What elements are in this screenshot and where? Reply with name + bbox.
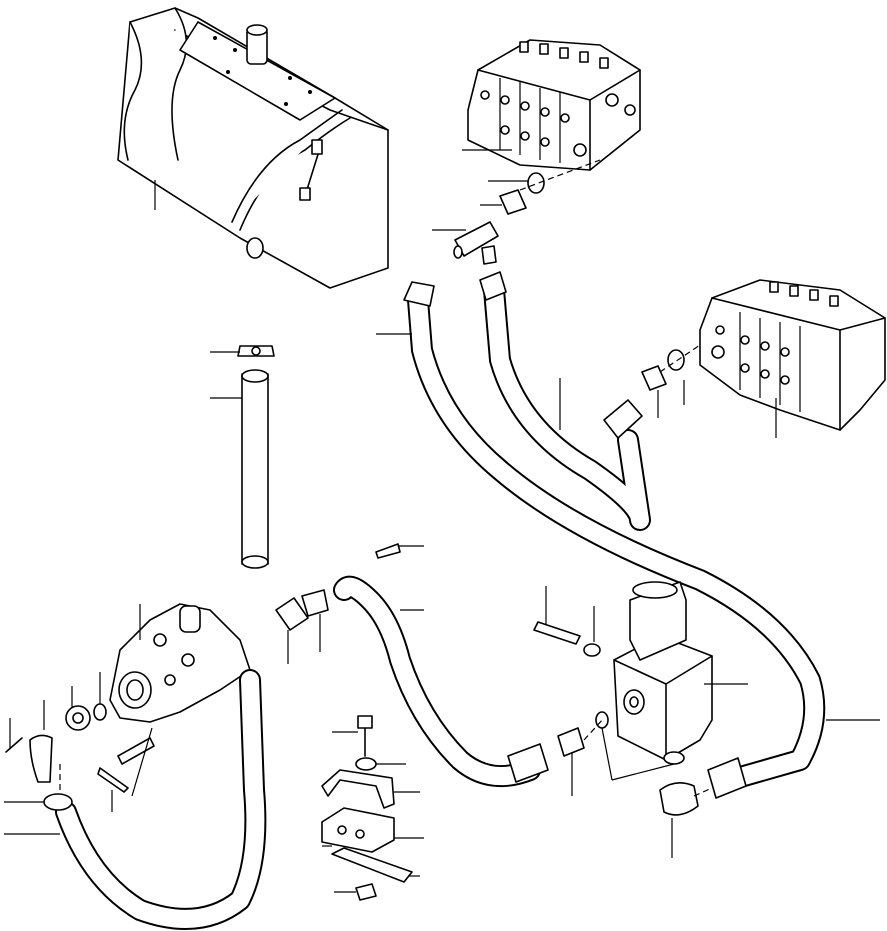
clamp-plate[interactable] bbox=[322, 845, 420, 883]
fitting-right-adapter[interactable] bbox=[641, 365, 667, 418]
pump-elbow[interactable] bbox=[29, 700, 53, 783]
bracket-nut[interactable] bbox=[334, 883, 377, 901]
hose-mid-flange[interactable] bbox=[275, 589, 329, 664]
valve-bolt[interactable] bbox=[533, 586, 581, 645]
bracket-washer[interactable] bbox=[355, 757, 406, 771]
valve-fitting-oring[interactable] bbox=[595, 711, 613, 781]
hose-bracket[interactable] bbox=[321, 769, 420, 809]
valve-washer[interactable] bbox=[583, 606, 601, 657]
control-valve-right[interactable] bbox=[699, 279, 886, 438]
connection-lines bbox=[59, 159, 713, 797]
pump-flange[interactable] bbox=[65, 686, 91, 731]
elbow-fitting[interactable] bbox=[611, 751, 699, 858]
bracket-bolt[interactable] bbox=[332, 715, 373, 757]
pressure-hose-long[interactable] bbox=[376, 281, 880, 799]
fitting-upper-tee[interactable] bbox=[432, 221, 499, 265]
fitting-right-oring[interactable] bbox=[667, 349, 685, 405]
hydraulic-tank[interactable] bbox=[117, 7, 389, 289]
return-hose[interactable] bbox=[479, 271, 651, 531]
fitting-upper-oring[interactable] bbox=[488, 172, 545, 194]
pump-fitting[interactable] bbox=[117, 727, 155, 797]
fitting-upper-adapter[interactable] bbox=[480, 189, 527, 215]
control-valve-upper[interactable] bbox=[462, 39, 641, 171]
hydraulic-pump[interactable] bbox=[109, 603, 251, 723]
pump-bolt[interactable] bbox=[5, 718, 23, 753]
valve-block-solenoid[interactable] bbox=[613, 581, 748, 761]
valve-fitting-adapter[interactable] bbox=[557, 727, 585, 796]
suction-hose[interactable] bbox=[4, 669, 267, 930]
pump-clip[interactable] bbox=[97, 767, 129, 812]
suction-tube[interactable] bbox=[210, 369, 269, 569]
clamp-block[interactable] bbox=[321, 807, 424, 853]
pump-oring[interactable] bbox=[93, 672, 107, 721]
hose-mid-screw[interactable] bbox=[375, 543, 424, 559]
hose-mid[interactable] bbox=[333, 575, 549, 787]
hose-clamp[interactable] bbox=[210, 345, 275, 357]
